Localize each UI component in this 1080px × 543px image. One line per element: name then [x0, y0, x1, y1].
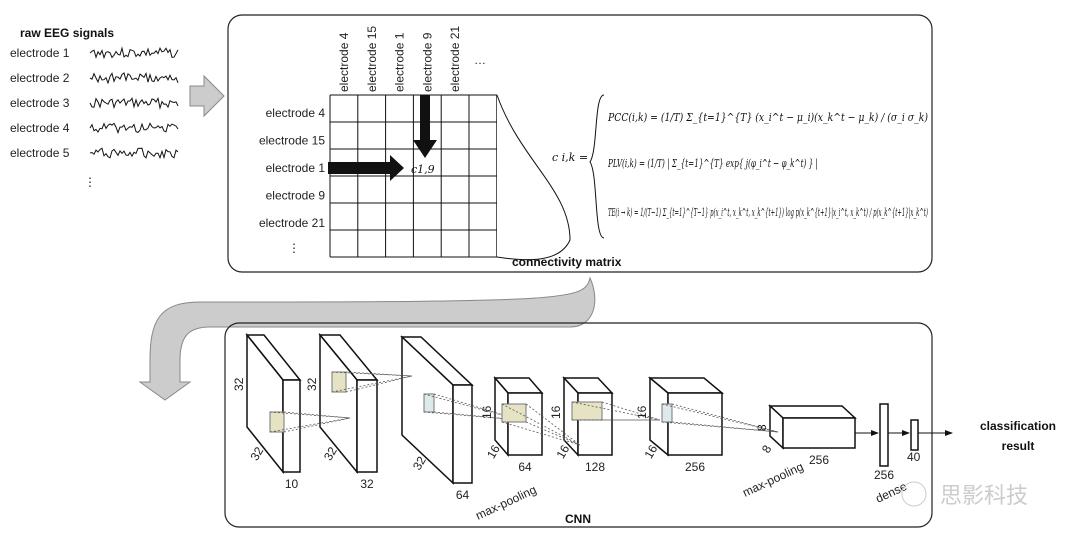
layer-depth-label: 10 — [285, 477, 299, 491]
raw-signals-title: raw EEG signals — [20, 26, 114, 40]
dense-label: dense — [873, 479, 909, 506]
matrix-column-label: electrode 15 — [365, 26, 379, 92]
conv-kernel — [269, 411, 351, 433]
dense-layer-256 — [879, 403, 889, 467]
electrode-label: electrode 1 — [10, 46, 70, 60]
layer-depth-label: 256 — [809, 453, 829, 467]
cnn-layer-6 — [647, 376, 725, 457]
formula-te: TE(i → k) = 1/(T−1) Σ_{t=1}^{T−1} p(x_i^… — [608, 206, 928, 220]
layer-depth-label: 64 — [456, 488, 470, 502]
matrix-column-label: electrode 9 — [420, 32, 434, 92]
layer-width-label: 8 — [759, 442, 775, 455]
matrix-row-more: ⋮ — [288, 241, 300, 255]
electrode-label: electrode 2 — [10, 71, 70, 85]
matrix-column-more: … — [474, 53, 486, 67]
matrix-torn-edge — [496, 94, 571, 261]
wechat-logo-icon — [901, 481, 927, 507]
raw-signals-more: ⋮ — [84, 175, 96, 189]
layer-depth-label: 32 — [360, 477, 374, 491]
output-label-line2: result — [1002, 439, 1035, 453]
matrix-row-label: electrode 9 — [266, 189, 326, 203]
connectivity-matrix-grid — [329, 94, 498, 258]
eeg-waveform — [89, 46, 179, 60]
cnn-caption: CNN — [565, 512, 591, 526]
layer-height-label: 16 — [549, 405, 563, 419]
matrix-column-label: electrode 1 — [393, 32, 407, 92]
max-pooling-label-1: max-pooling — [473, 482, 538, 522]
column-arrow — [413, 95, 437, 158]
layer-width-label: 32 — [321, 444, 340, 463]
row-arrow — [328, 155, 404, 181]
layer-width-label: 16 — [641, 442, 660, 461]
matrix-row-label: electrode 15 — [259, 134, 325, 148]
layer-width-label: 16 — [553, 442, 572, 461]
dense-size-1: 256 — [874, 468, 894, 482]
electrode-label: electrode 3 — [10, 96, 70, 110]
matrix-column-label: electrode 4 — [337, 32, 351, 92]
conv-kernel — [501, 403, 581, 446]
eeg-waveform — [89, 96, 179, 110]
cnn-layer-2 — [318, 332, 379, 475]
layer-width-label: 16 — [484, 442, 503, 461]
dense-layer-40 — [910, 419, 919, 451]
matrix-row-label: electrode 1 — [266, 161, 326, 175]
flow-arrow-1 — [189, 74, 225, 118]
layer-width-label: 32 — [247, 444, 266, 463]
watermark-text: 思影科技 — [940, 484, 1028, 509]
layer-height-label: 16 — [635, 405, 649, 419]
matrix-row-label: electrode 21 — [259, 216, 325, 230]
layer-width-label: 32 — [410, 454, 429, 473]
formula-brace — [589, 94, 605, 239]
matrix-column-label: electrode 21 — [448, 26, 462, 92]
formula-pcc: PCC(i,k) = (1/T) Σ_{t=1}^{T} (x_i^t − μ_… — [607, 111, 928, 124]
cnn-layer-7 — [768, 404, 857, 450]
layer-height-label: 8 — [755, 424, 769, 431]
raw-signals-list: electrode 1 electrode 2 electrode 3 electro… — [10, 46, 179, 160]
cnn-panel — [224, 322, 933, 528]
output-label-line1: classification — [980, 419, 1056, 433]
layer-depth-label: 256 — [685, 460, 705, 474]
cnn-layer-4 — [493, 375, 544, 458]
max-pooling-label-2: max-pooling — [740, 459, 805, 499]
eeg-waveform — [89, 122, 179, 135]
connectivity-matrix-caption: connectivity matrix — [512, 255, 622, 269]
layer-height-label: 32 — [305, 377, 319, 391]
conv-kernel — [661, 403, 779, 433]
cnn-layers — [245, 332, 857, 485]
eeg-waveform — [89, 71, 179, 85]
electrode-label: electrode 4 — [10, 121, 70, 135]
layer-depth-label: 64 — [518, 460, 532, 474]
flow-arrow-2 — [138, 276, 596, 401]
formula-plv: PLV(i,k) = (1/T) | Σ_{t=1}^{T} exp{ j(φ_… — [607, 157, 818, 171]
dense-size-2: 40 — [907, 450, 921, 464]
matrix-row-label: electrode 4 — [266, 106, 326, 120]
formula-lhs: c i,k = — [552, 151, 588, 164]
layer-height-label: 16 — [480, 405, 494, 419]
layer-depth-label: 128 — [585, 460, 605, 474]
layer-height-label: 32 — [232, 377, 246, 391]
connectivity-panel — [227, 14, 933, 273]
eeg-waveform — [89, 147, 179, 160]
matrix-cell-label: c1,9 — [411, 163, 435, 176]
conv-kernel — [571, 401, 661, 421]
electrode-label: electrode 5 — [10, 146, 70, 160]
conv-kernel — [331, 371, 413, 393]
